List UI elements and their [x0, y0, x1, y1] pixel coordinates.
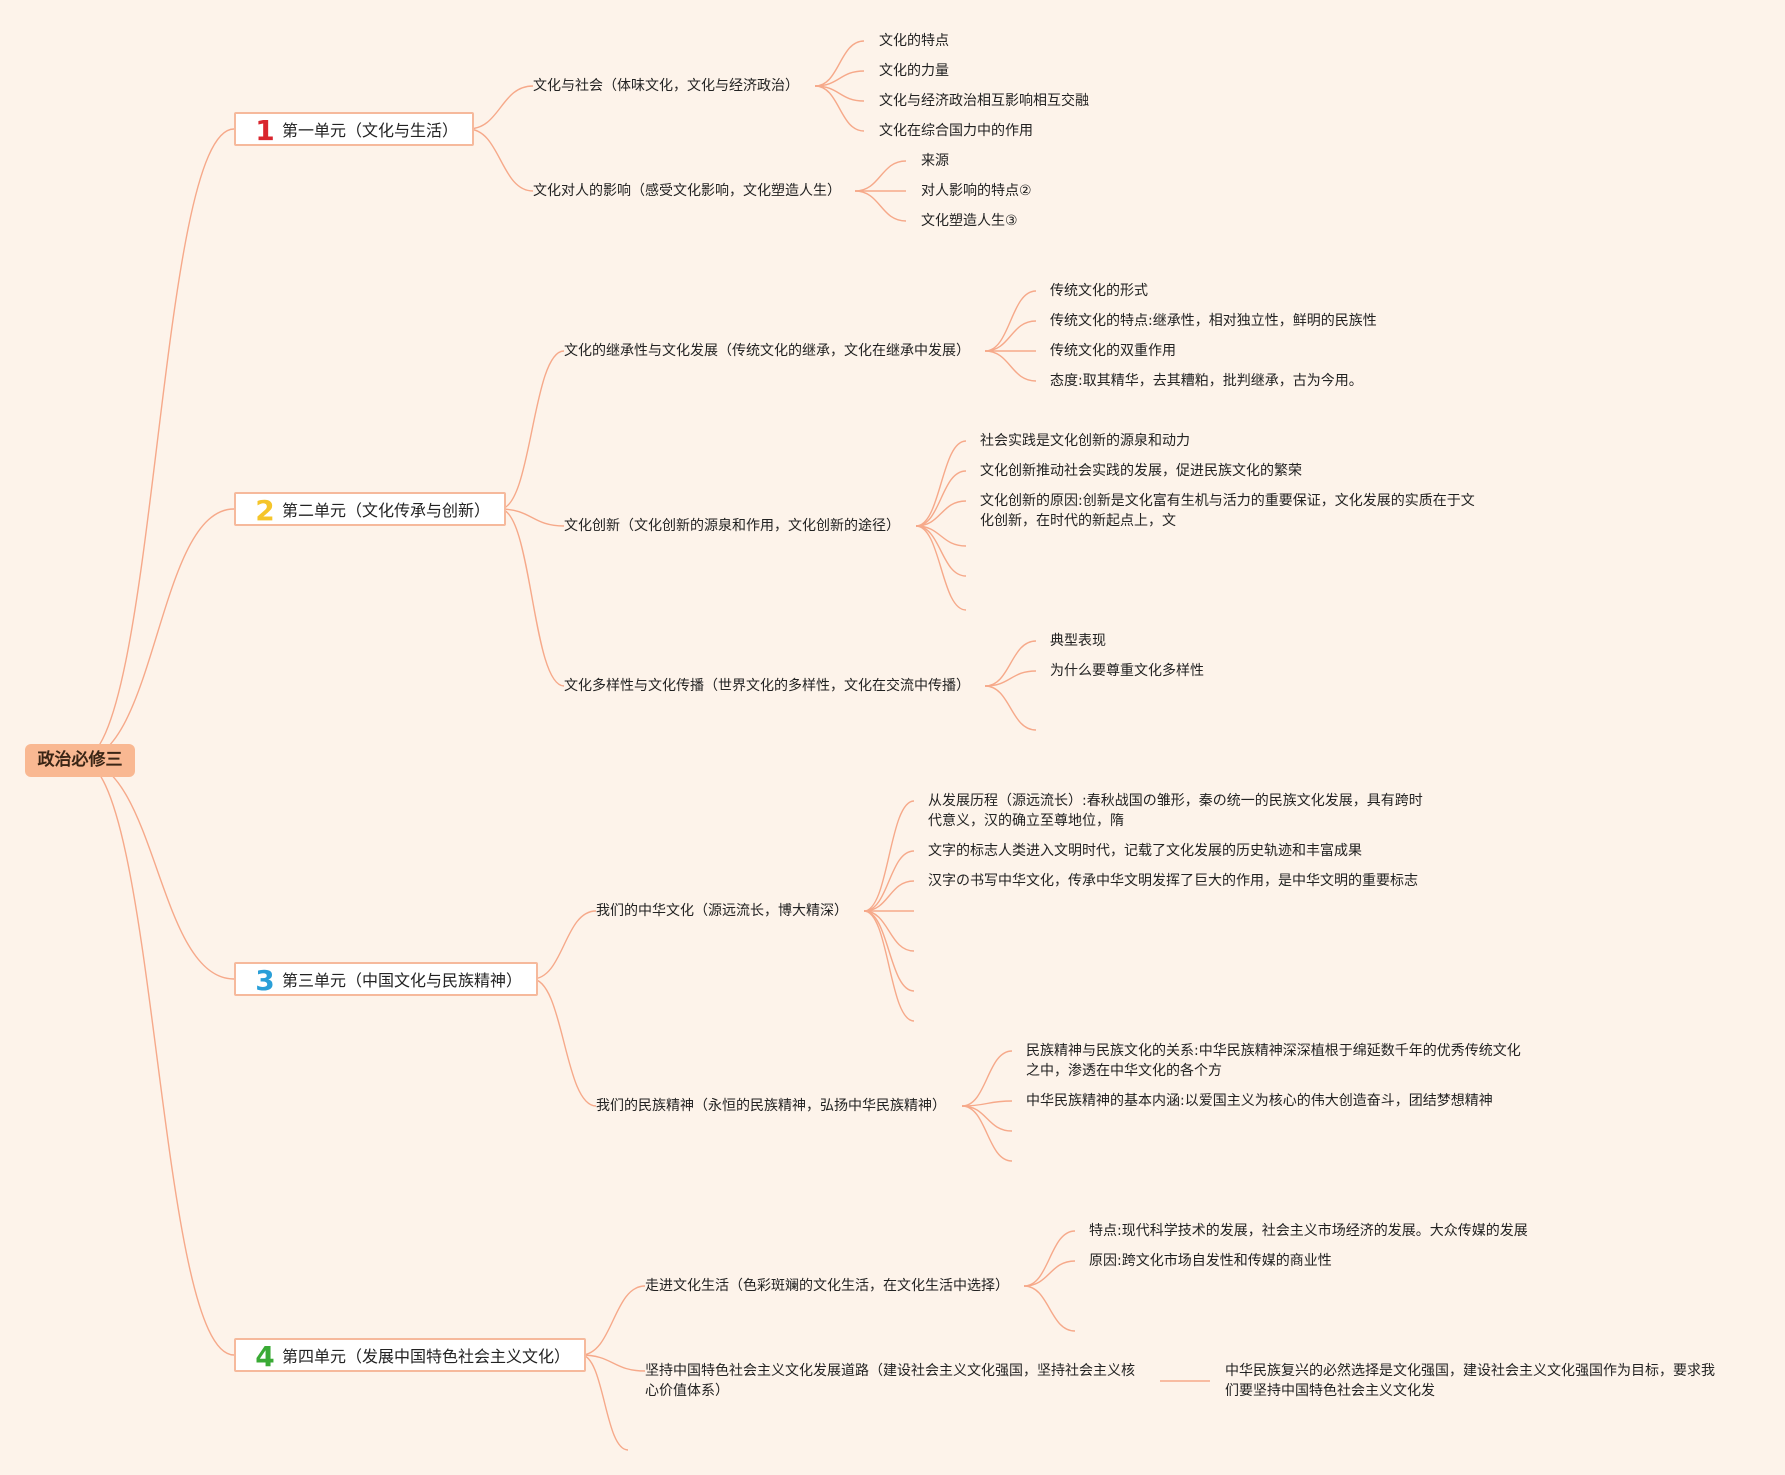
unit-3-node[interactable]: 3 第三单元（中国文化与民族精神）	[234, 962, 539, 997]
leaf-3-2-1[interactable]: 民族精神与民族文化的关系:中华民族精神深深植根于绵延数千年的优秀传统文化之中，渗…	[1026, 1043, 1521, 1079]
link-topic-2-3-leaf-3	[984, 685, 1037, 731]
link-topic-2-2-leaf-5	[915, 525, 967, 577]
link-topic-3-1-leaf-6	[863, 910, 915, 992]
topic-1-1[interactable]: 文化与社会（体味文化，文化与经济政治）	[533, 78, 799, 94]
link-topic-3-2-leaf-3	[961, 1105, 1013, 1132]
leaf-1-2-1[interactable]: 来源	[921, 153, 949, 169]
topic-3-2[interactable]: 我们的民族精神（永恒的民族精神，弘扬中华民族精神）	[596, 1098, 946, 1114]
leaf-2-1-3[interactable]: 传统文化的双重作用	[1050, 343, 1176, 359]
unit-1-label: 第一单元（文化与生活）	[282, 121, 459, 140]
leaf-2-1-1[interactable]: 传统文化的形式	[1050, 283, 1148, 299]
link-root-unit-3	[79, 759, 235, 980]
topic-2-2[interactable]: 文化创新（文化创新的源泉和作用，文化创新的途径）	[564, 518, 900, 534]
link-topic-2-2-leaf-2	[915, 470, 967, 527]
link-topic-3-1-leaf-5	[863, 910, 915, 952]
link-topic-2-2-leaf-3	[915, 500, 967, 527]
link-topic-1-1-leaf-4	[814, 85, 865, 132]
unit-1-node[interactable]: 1 第一单元（文化与生活）	[234, 112, 475, 147]
link-unit-2-topic-1	[499, 350, 565, 510]
link-unit-2-topic-3	[499, 508, 565, 687]
leaf-1-1-1[interactable]: 文化的特点	[879, 33, 949, 49]
topic-4-2[interactable]: 坚持中国特色社会主义文化发展道路（建设社会主义文化强国，坚持社会主义核心价值体系…	[645, 1363, 1135, 1399]
unit-3-label: 第三单元（中国文化与民族精神）	[282, 971, 523, 990]
link-root-unit-2	[79, 508, 235, 761]
unit-4-label: 第四单元（发展中国特色社会主义文化）	[282, 1347, 571, 1366]
link-unit-4-topic-3	[580, 1354, 629, 1451]
link-root-unit-4	[79, 759, 235, 1356]
link-topic-1-2-leaf-3	[854, 190, 907, 222]
unit-4-node[interactable]: 4 第四单元（发展中国特色社会主义文化）	[234, 1338, 587, 1373]
link-topic-1-2-leaf-1	[854, 160, 907, 192]
leaf-2-3-2[interactable]: 为什么要尊重文化多样性	[1050, 663, 1204, 679]
leaf-4-1-1[interactable]: 特点:现代科学技术的发展，社会主义市场经济的发展。大众传媒的发展	[1089, 1223, 1528, 1239]
leaf-3-1-1[interactable]: 从发展历程（源远流长）:春秋战国の雏形，秦の统一的民族文化发展，具有跨时代意义，…	[928, 793, 1423, 829]
leaf-2-3-1[interactable]: 典型表现	[1050, 633, 1106, 649]
link-unit-4-topic-2	[580, 1354, 646, 1372]
unit-1-number: 1	[255, 114, 275, 147]
link-unit-1-topic-2	[467, 128, 534, 192]
link-topic-2-1-leaf-2	[984, 320, 1037, 352]
leaf-2-1-4[interactable]: 态度:取其精华，去其糟粕，批判继承，古为今用。	[1050, 373, 1363, 389]
topic-1-2[interactable]: 文化对人的影响（感受文化影响，文化塑造人生）	[533, 183, 841, 199]
link-topic-1-1-leaf-1	[814, 40, 865, 87]
link-topic-3-1-leaf-7	[863, 910, 915, 1022]
unit-2-number: 2	[255, 494, 275, 527]
unit-4-number: 4	[255, 1340, 275, 1373]
leaf-1-2-3[interactable]: 文化塑造人生③	[921, 213, 1018, 229]
link-topic-2-2-leaf-1	[915, 440, 967, 527]
link-topic-3-1-leaf-2	[863, 850, 915, 912]
leaf-4-1-2[interactable]: 原因:跨文化市场自发性和传媒的商业性	[1089, 1253, 1332, 1269]
link-topic-3-1-leaf-1	[863, 800, 915, 912]
link-topic-2-1-leaf-1	[984, 290, 1037, 352]
link-root-unit-1	[79, 128, 235, 761]
leaf-2-2-2[interactable]: 文化创新推动社会实践的发展，促进民族文化的繁荣	[980, 463, 1302, 479]
link-unit-3-topic-1	[531, 910, 597, 980]
root-node[interactable]: 政治必修三	[25, 744, 135, 777]
link-topic-3-2-leaf-1	[961, 1050, 1013, 1107]
unit-2-node[interactable]: 2 第二单元（文化传承与创新）	[234, 492, 507, 527]
leaf-1-1-4[interactable]: 文化在综合国力中的作用	[879, 123, 1033, 139]
leaf-2-2-3[interactable]: 文化创新的原因:创新是文化富有生机与活力的重要保证，文化发展的实质在于文化创新，…	[980, 493, 1475, 529]
leaf-1-1-2[interactable]: 文化的力量	[879, 63, 949, 79]
link-topic-4-1-leaf-1	[1023, 1230, 1076, 1287]
link-topic-4-1-leaf-3	[1023, 1285, 1076, 1332]
link-unit-4-topic-1	[580, 1285, 646, 1356]
link-topic-3-2-leaf-4	[961, 1105, 1013, 1162]
leaf-4-2-1[interactable]: 中华民族复兴的必然选择是文化强国，建设社会主义文化强国作为目标，要求我们要坚持中…	[1225, 1363, 1715, 1399]
link-topic-1-1-leaf-2	[814, 70, 865, 87]
link-topic-2-3-leaf-1	[984, 640, 1037, 687]
link-topic-4-1-leaf-2	[1023, 1260, 1076, 1287]
leaf-3-1-3[interactable]: 汉字の书写中华文化，传承中华文明发挥了巨大的作用，是中华文明的重要标志	[928, 873, 1418, 889]
unit-3-number: 3	[255, 964, 275, 997]
leaf-3-2-2[interactable]: 中华民族精神的基本内涵:以爱国主义为核心的伟大创造奋斗，团结梦想精神	[1026, 1093, 1493, 1109]
leaf-3-1-2[interactable]: 文字的标志人类进入文明时代，记载了文化发展的历史轨迹和丰富成果	[928, 843, 1362, 859]
leaf-2-2-1[interactable]: 社会实践是文化创新的源泉和动力	[980, 433, 1190, 449]
link-topic-2-3-leaf-2	[984, 670, 1037, 687]
topic-2-1[interactable]: 文化的继承性与文化发展（传统文化的继承，文化在继承中发展）	[564, 343, 970, 359]
link-topic-3-1-leaf-3	[863, 880, 915, 912]
link-topic-2-2-leaf-6	[915, 525, 967, 611]
leaf-1-2-2[interactable]: 对人影响的特点②	[921, 183, 1032, 199]
leaf-2-1-2[interactable]: 传统文化的特点:继承性，相对独立性，鲜明的民族性	[1050, 313, 1377, 329]
link-unit-3-topic-2	[531, 978, 597, 1107]
link-unit-2-topic-2	[499, 508, 565, 527]
link-unit-1-topic-1	[467, 85, 534, 130]
link-topic-2-1-leaf-4	[984, 350, 1037, 382]
topic-4-1[interactable]: 走进文化生活（色彩斑斓的文化生活，在文化生活中选择）	[645, 1278, 1009, 1294]
topic-2-3[interactable]: 文化多样性与文化传播（世界文化的多样性，文化在交流中传播）	[564, 678, 970, 694]
leaf-1-1-3[interactable]: 文化与经济政治相互影响相互交融	[879, 93, 1089, 109]
unit-2-label: 第二单元（文化传承与创新）	[282, 501, 491, 520]
topic-3-1[interactable]: 我们的中华文化（源远流长，博大精深）	[596, 903, 848, 919]
